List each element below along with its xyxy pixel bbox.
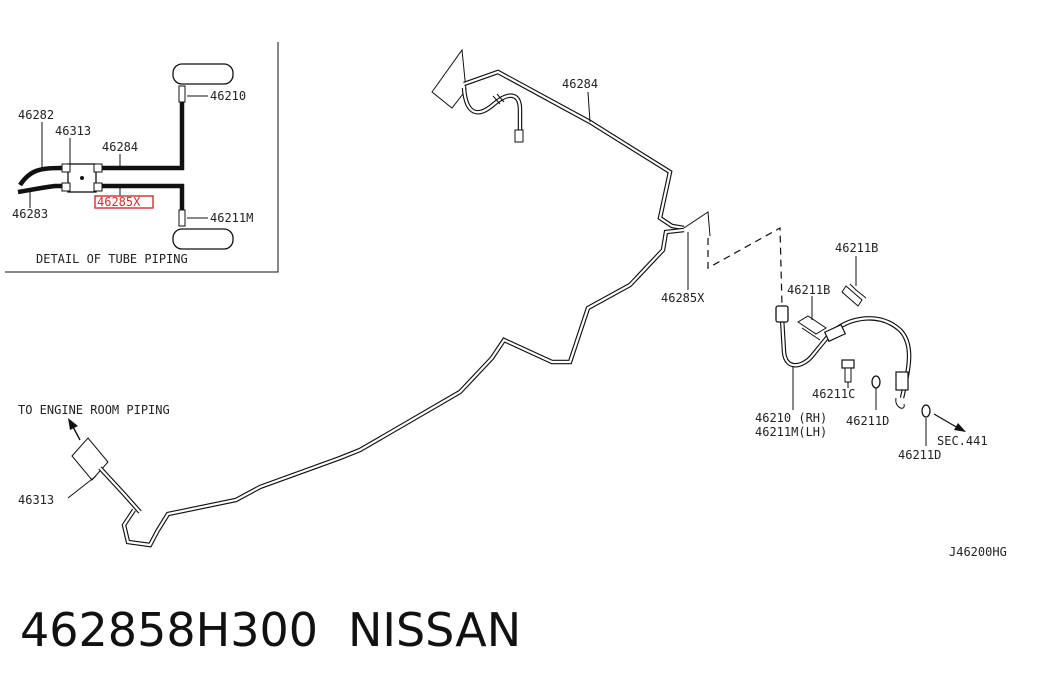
top-bracket bbox=[431, 48, 467, 109]
tube-46285x-inner bbox=[122, 228, 685, 547]
junction-46313-body bbox=[71, 437, 109, 481]
inset-label-46313: 46313 bbox=[55, 124, 91, 138]
hose-mid-fitting bbox=[823, 323, 847, 343]
brake-hose bbox=[779, 316, 912, 399]
main-label-to-engine: TO ENGINE ROOM PIPING bbox=[18, 403, 170, 417]
main-tube-assembly: 46284 46285X TO ENGINE ROOM PIPING 46313 bbox=[18, 48, 783, 548]
inset-tire-lower bbox=[172, 228, 234, 250]
part-number: 462858H300 bbox=[20, 603, 318, 657]
inset-border bbox=[5, 42, 279, 273]
drawing-code: J46200HG bbox=[949, 545, 1007, 559]
inset-junction-nut-a bbox=[61, 163, 71, 173]
washer-46211d-b bbox=[921, 404, 931, 418]
bolt-46211c-head bbox=[841, 359, 855, 369]
inset-label-46283: 46283 bbox=[12, 207, 48, 221]
hose-top-fitting bbox=[775, 305, 789, 323]
inset-junction-nut-c bbox=[93, 163, 103, 173]
mid-bracket bbox=[683, 211, 711, 237]
tube-46285x bbox=[121, 227, 685, 548]
tube-46284-inner bbox=[463, 70, 685, 230]
sec441-arrowhead bbox=[954, 423, 966, 432]
upper-hose-inner bbox=[462, 87, 522, 135]
label-46211d-a: 46211D bbox=[846, 414, 889, 428]
junction-46313-tube-inner bbox=[99, 467, 141, 513]
upper-hose-fitting bbox=[514, 129, 524, 143]
inset-label-46211m: 46211M bbox=[210, 211, 253, 225]
label-46210-rh: 46210 (RH) bbox=[755, 411, 827, 425]
inset-junction-dot bbox=[80, 176, 84, 180]
main-label-46284: 46284 bbox=[562, 77, 598, 91]
hose-end-fitting bbox=[895, 371, 909, 391]
engine-room-arrowhead bbox=[68, 418, 78, 430]
label-46211b-top: 46211B bbox=[835, 241, 878, 255]
leader-46313-main bbox=[67, 475, 97, 499]
upper-hose-clip bbox=[492, 93, 505, 105]
sec441-arrow-line bbox=[933, 413, 959, 429]
inset-label-46285x: 46285X bbox=[97, 195, 141, 209]
leader-46284-main bbox=[587, 91, 591, 123]
inset-junction-nut-d bbox=[93, 182, 103, 192]
brake-hose-inner bbox=[780, 317, 911, 399]
dashed-connection bbox=[707, 226, 783, 307]
inset-label-46210: 46210 bbox=[210, 89, 246, 103]
inset-junction-nut-b bbox=[61, 182, 71, 192]
washer-46211d-a bbox=[871, 375, 881, 389]
hose-banjo bbox=[895, 397, 905, 409]
inset-hose-upper bbox=[178, 85, 186, 103]
inset-tire-upper bbox=[172, 63, 234, 85]
clip-46211b-mid bbox=[797, 315, 827, 341]
main-label-46313: 46313 bbox=[18, 493, 54, 507]
main-label-46285x: 46285X bbox=[661, 291, 705, 305]
detail-inset: 46282 46313 46284 46210 46283 46285X 462… bbox=[5, 42, 279, 273]
inset-caption: DETAIL OF TUBE PIPING bbox=[36, 252, 188, 266]
label-46211m-lh: 46211M(LH) bbox=[755, 425, 827, 439]
bolt-46211c-shaft bbox=[844, 367, 852, 383]
label-46211d-b: 46211D bbox=[898, 448, 941, 462]
highlight-box-46285x bbox=[94, 195, 154, 209]
brake-hose-assembly: 46211B 46211B 46211C 46211D 46210 (RH) 4… bbox=[755, 241, 988, 462]
brand-name: NISSAN bbox=[348, 603, 521, 657]
inset-label-46282: 46282 bbox=[18, 108, 54, 122]
inset-label-46284: 46284 bbox=[102, 140, 138, 154]
label-sec441: SEC.441 bbox=[937, 434, 988, 448]
tube-46284 bbox=[463, 69, 685, 231]
label-46211b-mid: 46211B bbox=[787, 283, 830, 297]
clip-46211b-top bbox=[841, 283, 867, 307]
label-46211c: 46211C bbox=[812, 387, 855, 401]
inset-hose-lower bbox=[178, 209, 186, 227]
